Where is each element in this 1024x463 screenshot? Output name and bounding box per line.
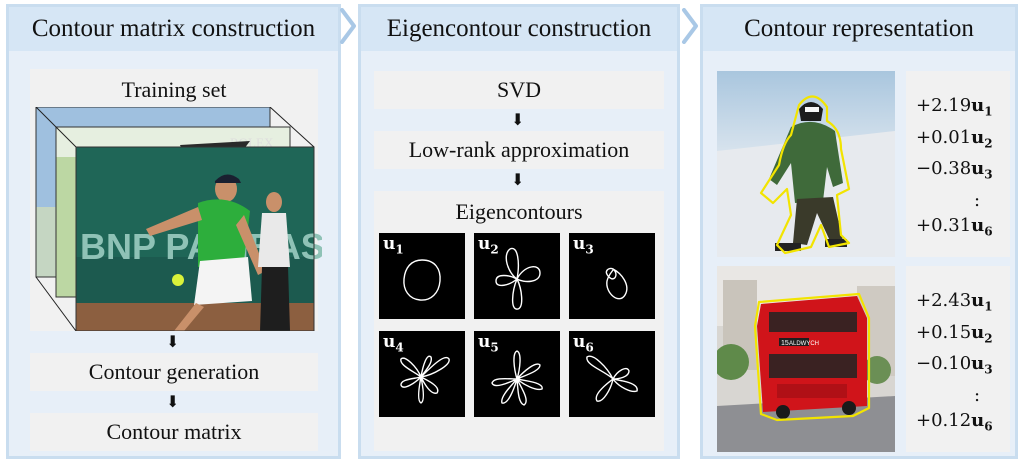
down-arrow-lowrank: ⬇ (511, 172, 525, 189)
eigencontour-u1: u1 (379, 233, 465, 319)
contour-matrix-label: Contour matrix (106, 419, 242, 444)
contour-matrix-box: Contour matrix (30, 413, 318, 451)
eigen-label-u6: u6 (573, 332, 594, 355)
eigen-shape-u3 (605, 267, 628, 300)
eigen-label-u3: u3 (573, 234, 594, 257)
coefficient-line: +0.15u2 (916, 321, 993, 346)
contour-generation-label: Contour generation (88, 359, 260, 384)
panel-body: +2.19u1 +0.01u2 −0.38u3 : +0.31u6 (703, 51, 1015, 456)
eigen-shape-u1 (403, 259, 441, 301)
training-image-front: BNP PARIBAS (75, 146, 322, 331)
contour-matrix-panel: Contour matrix construction Training set… (6, 4, 341, 459)
coefficients-box-snowboarder: +2.19u1 +0.01u2 −0.38u3 : +0.31u6 (906, 71, 1010, 257)
coefficient-line: +0.12u6 (916, 409, 993, 434)
bus-contour (753, 292, 871, 422)
eigen-label-u1: u1 (383, 234, 404, 257)
panel-title-contour-matrix: Contour matrix construction (9, 7, 338, 51)
snowboarder-contour (759, 95, 851, 255)
svd-box: SVD (374, 71, 664, 109)
down-arrow-2: ⬇ (166, 394, 180, 411)
snowboarder-figure (769, 102, 847, 251)
eigen-shape-u2 (495, 247, 541, 310)
low-rank-label: Low-rank approximation (408, 137, 630, 162)
coefficient-ellipsis: : (974, 384, 981, 406)
coefficient-line: +2.19u1 (916, 95, 993, 119)
coefficient-line: −0.38u3 (916, 158, 993, 182)
coefficient-line: +0.31u6 (916, 214, 993, 239)
coefficient-line: +0.01u2 (916, 126, 993, 151)
stack-depth-edges (35, 107, 315, 331)
eigencontour-u2: u2 (474, 233, 560, 319)
panel-title-eigencontour: Eigencontour construction (361, 7, 677, 51)
contour-representation-panel: Contour representation (700, 4, 1018, 459)
eigencontour-u3: u3 (569, 233, 655, 319)
eigen-label-u4: u4 (383, 332, 404, 355)
snowboarder-image (717, 71, 895, 257)
coefficient-line: −0.10u3 (916, 353, 993, 377)
coefficient-line: +2.43u1 (916, 290, 993, 314)
eigen-shape-u5 (491, 350, 543, 406)
bus-destination: ALDWYCH (789, 341, 819, 347)
eigen-shape-u4 (400, 355, 450, 404)
eigencontours-label: Eigencontours (455, 199, 583, 224)
eigen-label-u2: u2 (478, 234, 499, 257)
down-arrow-1: ⬇ (166, 334, 180, 351)
eigen-label-u5: u5 (478, 332, 499, 355)
eigencontour-u4: u4 (379, 331, 465, 417)
training-set-label: Training set (121, 77, 227, 102)
panel-title-representation: Contour representation (703, 7, 1015, 51)
low-rank-box: Low-rank approximation (374, 131, 664, 169)
eigencontour-u6: u6 (569, 331, 655, 417)
eigencontour-panel: Eigencontour construction SVD ⬇ Low-rank… (358, 4, 680, 459)
panel-body: SVD ⬇ Low-rank approximation ⬇ Eigencont… (361, 51, 677, 456)
bus-route-number: 15 (781, 340, 789, 347)
bus-image: 15 ALDWYCH (717, 266, 895, 452)
coefficients-box-bus: +2.43u1 +0.15u2 −0.10u3 : +0.12u6 (906, 266, 1010, 452)
panel-body: Training set ROLEX BNP (9, 51, 338, 456)
down-arrow-svd: ⬇ (511, 112, 525, 129)
coefficient-ellipsis: : (974, 189, 981, 211)
bus-figure: 15 ALDWYCH (757, 296, 867, 419)
training-image-stack: ROLEX BNP PARIBAS (35, 107, 322, 331)
eigen-shape-u6 (586, 355, 638, 402)
svd-label: SVD (496, 77, 541, 102)
chevron-right-icon (340, 8, 356, 44)
eigencontour-u5: u5 (474, 331, 560, 417)
contour-generation-box: Contour generation (30, 353, 318, 391)
chevron-right-icon (682, 8, 698, 44)
